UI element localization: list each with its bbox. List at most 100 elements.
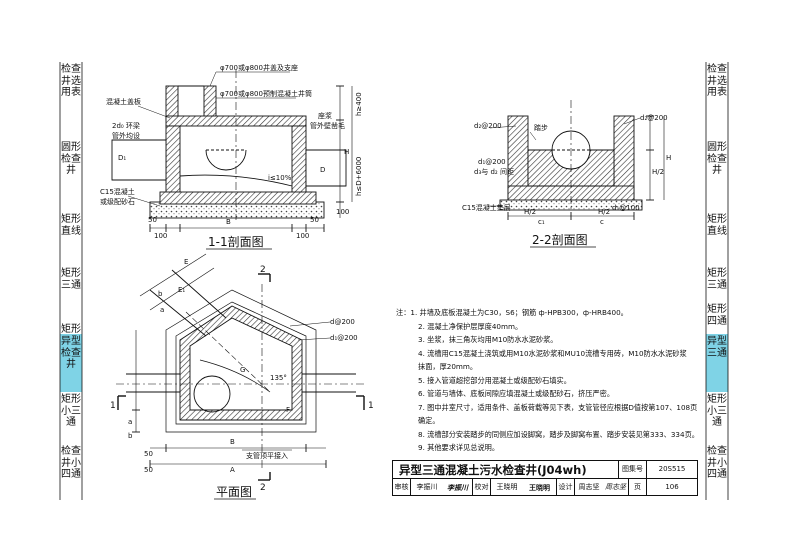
note-line: 9. 其他要求详见总说明。 (418, 443, 500, 452)
s22-h2c: H/2 (652, 168, 664, 176)
s22-c2: c (600, 218, 604, 226)
s11-100a: 100 (154, 232, 167, 240)
plan-b1: b (158, 290, 163, 298)
section-1-1-title: 1-1剖面图 (208, 235, 264, 249)
plan-E: E (184, 258, 188, 266)
left-tab-5[interactable]: 异型检查井 (60, 334, 82, 392)
plan-cut-2-top: 2 (260, 265, 266, 275)
s11-top-label2: 管外壁凿毛 (310, 121, 345, 130)
plan-b: b (128, 432, 133, 440)
right-tab-7[interactable]: 检查井小四通 (707, 446, 727, 480)
s11-ring-label: 2d₀ 环梁 (112, 121, 140, 130)
section-2-2-title: 2-2剖面图 (532, 233, 588, 247)
designer-signature: 周志坚 (603, 479, 629, 496)
s11-cap-label: 混凝土盖板 (106, 97, 141, 106)
s22-d3: d₃与 d₂ 间距 (474, 168, 514, 176)
s11-h400: h≥400 (355, 92, 363, 116)
s11-100c: 100 (336, 208, 349, 216)
atlas-label: 图集号 (619, 461, 647, 479)
note-line: 4. 流槽用C15混凝土浇筑或用M10水泥砂浆和MU10流槽专用砖，M10防水水… (418, 348, 687, 358)
atlas-no: 20S515 (647, 461, 697, 479)
s11-base-label2: 或级配砂石 (100, 197, 135, 206)
drawing-title: 异型三通混凝土污水检查井(J04wh) (393, 461, 619, 479)
s22-base: C15混凝土垫层 (462, 203, 511, 212)
note-line: 确定。 (418, 416, 440, 425)
reviewer: 李振川 (416, 483, 438, 491)
notes-block: 注：1. 井墙及底板混凝土为C30，S6；钢筋 ф-HPB300，ф-HRB40… (396, 306, 699, 455)
right-tab-5[interactable]: 异型三通 (706, 334, 728, 392)
left-tab-7[interactable]: 检查井小四通 (61, 446, 81, 480)
s22-h2a: H/2 (524, 208, 536, 216)
right-tab-6[interactable]: 矩形小三通 (707, 394, 727, 428)
note-line: 6. 管道与墙体、底板间隙应填混凝土或级配砂石，挤压严密。 (418, 389, 615, 398)
s11-d1: D₁ (118, 154, 126, 162)
s11-slope: i≤10% (268, 174, 292, 182)
review-label: 审核 (393, 479, 411, 496)
s11-50b: 50 (310, 216, 319, 224)
plan-cut-1-left: 1 (110, 401, 116, 411)
title-block: 异型三通混凝土污水检查井(J04wh) 图集号 20S515 审核 李振川 李振… (392, 460, 698, 496)
note-line: 8. 流槽部分安装踏步的同侧应加设脚窝，踏步及脚窝布置、踏步安装见第333、33… (418, 429, 699, 439)
plan-d200b: d₁@200 (330, 334, 358, 342)
plan-A: A (230, 466, 235, 474)
checker-signature: 王晓明 (523, 479, 557, 496)
plan-title: 平面图 (216, 485, 252, 499)
s11-d: D (320, 166, 325, 174)
left-tab-1[interactable]: 圆形检查井 (61, 142, 81, 176)
plan-d200: d@200 (330, 318, 355, 326)
note-line: 抹面，厚20mm。 (418, 362, 478, 371)
plan-cut-1-right: 1 (368, 401, 374, 411)
right-tab-2[interactable]: 矩形直线 (707, 214, 727, 237)
left-tab-3[interactable]: 矩形三通 (61, 268, 81, 291)
s22-h2b: H/2 (598, 208, 610, 216)
plan-labels: 2 2 1 1 E E₁ b a d@200 d₁@200 G 135° F B… (110, 258, 374, 493)
checker: 王晓明 (496, 483, 518, 491)
plan-a: a (128, 418, 132, 426)
section-1-1-labels: φ700或φ800井盖及支座 φ700或φ800预制混凝土井筒 混凝土盖板 2d… (100, 63, 363, 240)
right-tab-4[interactable]: 矩形四通 (707, 304, 727, 327)
s11-base-label: C15混凝土 (100, 187, 135, 196)
left-tab-6[interactable]: 矩形小三通 (61, 394, 81, 428)
s11-pipe-label: φ700或φ800预制混凝土井筒 (220, 89, 312, 98)
plan-G: G (240, 366, 245, 374)
right-tab-3[interactable]: 矩形三通 (707, 268, 727, 291)
s22-d200b: d₂@200 (640, 114, 668, 122)
s22-c1: c₁ (538, 218, 545, 226)
page-no: 106 (665, 483, 679, 491)
s22-H: H (666, 154, 671, 162)
note-line: 5. 接入管道超挖部分用混凝土或级配砂石填实。 (418, 375, 571, 385)
left-index-tabs: 检查井选用表 圆形检查井 矩形直线 矩形三通 矩形四通 异型检查井 矩形小三通 … (60, 54, 82, 504)
right-tab-0[interactable]: 检查井选用表 (707, 64, 727, 98)
s22-step: 踏步 (534, 123, 548, 132)
design-label: 设计 (557, 479, 575, 496)
plan-B: B (230, 438, 235, 446)
s11-50a: 50 (148, 216, 157, 224)
side-column-borders (59, 62, 729, 500)
s11-cover-label: φ700或φ800井盖及支座 (220, 63, 298, 72)
check-label: 校对 (473, 479, 491, 496)
note-line: 2. 混凝土净保护层厚度40mm。 (418, 321, 523, 331)
plan-a1: a (160, 306, 164, 314)
s11-100b: 100 (296, 232, 309, 240)
s11-h6000: h≤D+6000 (355, 157, 363, 196)
left-tab-2[interactable]: 矩形直线 (61, 214, 81, 237)
plan-50: 50 (144, 450, 153, 458)
plan-cut-2-bot: 2 (260, 483, 266, 493)
left-tab-0[interactable]: 检查井选用表 (61, 64, 81, 98)
plan-F: F (286, 406, 290, 414)
right-tab-1[interactable]: 圆形检查井 (707, 142, 727, 176)
page-label: 页 (629, 479, 647, 496)
note-line: 7. 图中井室尺寸，适用条件、盖板荷载等见下表，支管管径应根据D值按第107、1… (418, 402, 698, 412)
section-2-2-drawing (488, 100, 665, 220)
section-2-2-labels: d₂@200 d₂@200 踏步 d₁@200 d₃与 d₂ 间距 C15混凝土… (462, 114, 671, 226)
s22-d1: d₁@200 (478, 158, 506, 166)
s11-top-label: 座浆 (318, 111, 332, 120)
s22-d200a: d₂@200 (474, 122, 502, 130)
plan-drawing (116, 253, 366, 481)
plan-50b: 50 (144, 466, 153, 474)
designer: 周志坚 (578, 483, 600, 491)
reviewer-signature: 李振川 (443, 479, 473, 496)
s11-ring-label2: 管外均设 (112, 131, 140, 140)
